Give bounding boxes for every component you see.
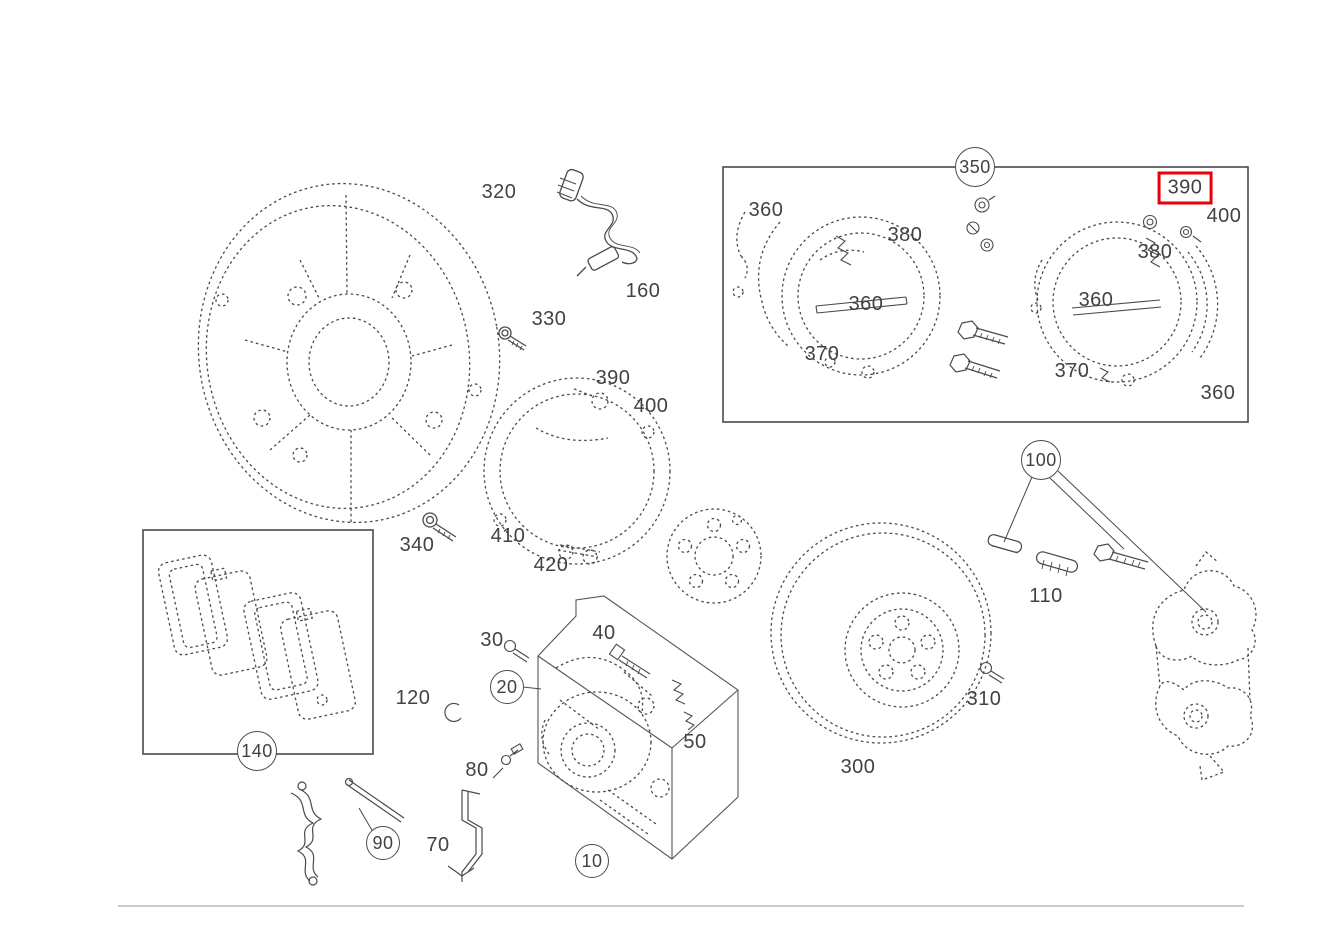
part-label-370-12[interactable]: 370 bbox=[804, 343, 840, 365]
part-label-140-23[interactable]: 140 bbox=[237, 731, 277, 771]
part-label-90-24[interactable]: 90 bbox=[366, 826, 400, 860]
part-label-390-13[interactable]: 390 bbox=[1157, 171, 1213, 205]
backing-plate-drawing bbox=[197, 182, 501, 524]
screw-340-drawing bbox=[422, 512, 457, 542]
part-label-360-9[interactable]: 360 bbox=[748, 199, 784, 221]
part-label-360-16[interactable]: 360 bbox=[1078, 289, 1114, 311]
part-label-380-10[interactable]: 380 bbox=[887, 224, 923, 246]
part-label-100-19[interactable]: 100 bbox=[1021, 440, 1061, 480]
part-label-360-18[interactable]: 360 bbox=[1200, 382, 1236, 404]
hub-flange-drawing bbox=[666, 508, 762, 604]
part-label-360-11[interactable]: 360 bbox=[848, 293, 884, 315]
caliper-kit-drawing bbox=[444, 595, 739, 860]
part-label-20-28[interactable]: 20 bbox=[490, 670, 524, 704]
caliper-bracket-drawing bbox=[1152, 551, 1257, 781]
part-label-400-14[interactable]: 400 bbox=[1206, 205, 1242, 227]
part-label-320-0[interactable]: 320 bbox=[481, 181, 517, 203]
disc-screw-310-drawing bbox=[979, 661, 1005, 684]
part-label-420-7[interactable]: 420 bbox=[533, 554, 569, 576]
part-label-70-25[interactable]: 70 bbox=[426, 834, 450, 856]
part-label-40-30[interactable]: 40 bbox=[592, 622, 616, 644]
leader-lines-100 bbox=[1003, 470, 1207, 613]
part-label-390-3[interactable]: 390 bbox=[595, 367, 631, 389]
part-label-10-32[interactable]: 10 bbox=[575, 844, 609, 878]
retainer-bracket-drawing bbox=[447, 789, 483, 882]
spring-clip-drawing bbox=[290, 777, 405, 886]
part-label-110-20[interactable]: 110 bbox=[1029, 585, 1063, 607]
screw-330-drawing bbox=[498, 326, 527, 351]
pad-kit-box-drawing bbox=[142, 529, 374, 755]
part-label-160-1[interactable]: 160 bbox=[625, 280, 661, 302]
part-label-300-22[interactable]: 300 bbox=[840, 756, 876, 778]
shoe-kit-box-drawing bbox=[722, 166, 1249, 423]
part-label-410-6[interactable]: 410 bbox=[490, 525, 526, 547]
part-label-50-31[interactable]: 50 bbox=[683, 731, 707, 753]
part-label-340-5[interactable]: 340 bbox=[399, 534, 435, 556]
part-label-400-4[interactable]: 400 bbox=[633, 395, 669, 417]
part-label-380-15[interactable]: 380 bbox=[1137, 241, 1173, 263]
shoe-set-center-drawing bbox=[483, 377, 671, 565]
shoe-bolts-drawing bbox=[949, 320, 1009, 379]
part-label-310-21[interactable]: 310 bbox=[966, 688, 1002, 710]
part-label-370-17[interactable]: 370 bbox=[1054, 360, 1090, 382]
part-label-120-27[interactable]: 120 bbox=[395, 687, 431, 709]
brake-disc-drawing bbox=[770, 522, 992, 744]
part-label-30-29[interactable]: 30 bbox=[480, 629, 504, 651]
wear-sensor-drawing bbox=[556, 168, 641, 277]
part-label-80-26[interactable]: 80 bbox=[465, 759, 489, 781]
part-label-330-2[interactable]: 330 bbox=[531, 308, 567, 330]
part-label-350-8[interactable]: 350 bbox=[955, 147, 995, 187]
guide-pins-drawing bbox=[987, 534, 1149, 577]
